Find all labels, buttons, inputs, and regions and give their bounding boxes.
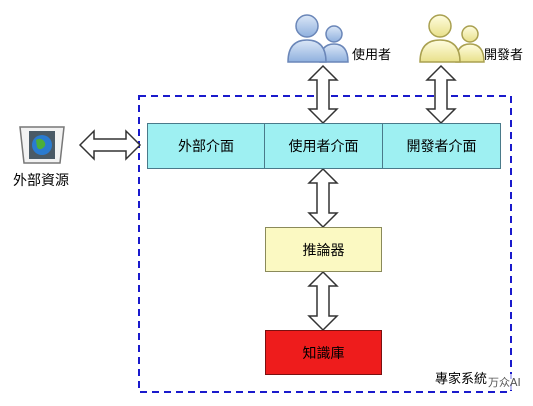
external-interface-box: 外部介面 <box>147 123 265 169</box>
developer-interface-label: 開發者介面 <box>406 139 477 155</box>
developer-interface-box: 開發者介面 <box>382 123 501 169</box>
system-boundary-label: 專家系統 <box>435 372 488 387</box>
knowledge-base-box: 知識庫 <box>265 330 382 375</box>
inference-engine-box: 推論器 <box>265 227 382 272</box>
external-resource-label: 外部資源 <box>13 173 69 189</box>
user-interface-box: 使用者介面 <box>264 123 383 169</box>
arrow-users <box>307 64 339 125</box>
watermark-text: 万众AI <box>488 374 521 390</box>
arrow-external <box>78 129 142 161</box>
user-interface-label: 使用者介面 <box>288 139 359 155</box>
arrow-inference-knowledge <box>307 270 339 332</box>
external-interface-label: 外部介面 <box>178 139 234 155</box>
arrow-interface-inference <box>307 167 339 229</box>
developers-label: 開發者 <box>484 48 524 63</box>
external-resource-icon <box>19 126 65 164</box>
users-icon <box>287 14 349 63</box>
inference-engine-label: 推論器 <box>302 242 345 259</box>
arrow-developers <box>425 64 457 125</box>
developers-icon <box>419 14 485 63</box>
users-label: 使用者 <box>352 48 392 63</box>
knowledge-base-label: 知識庫 <box>302 345 345 362</box>
